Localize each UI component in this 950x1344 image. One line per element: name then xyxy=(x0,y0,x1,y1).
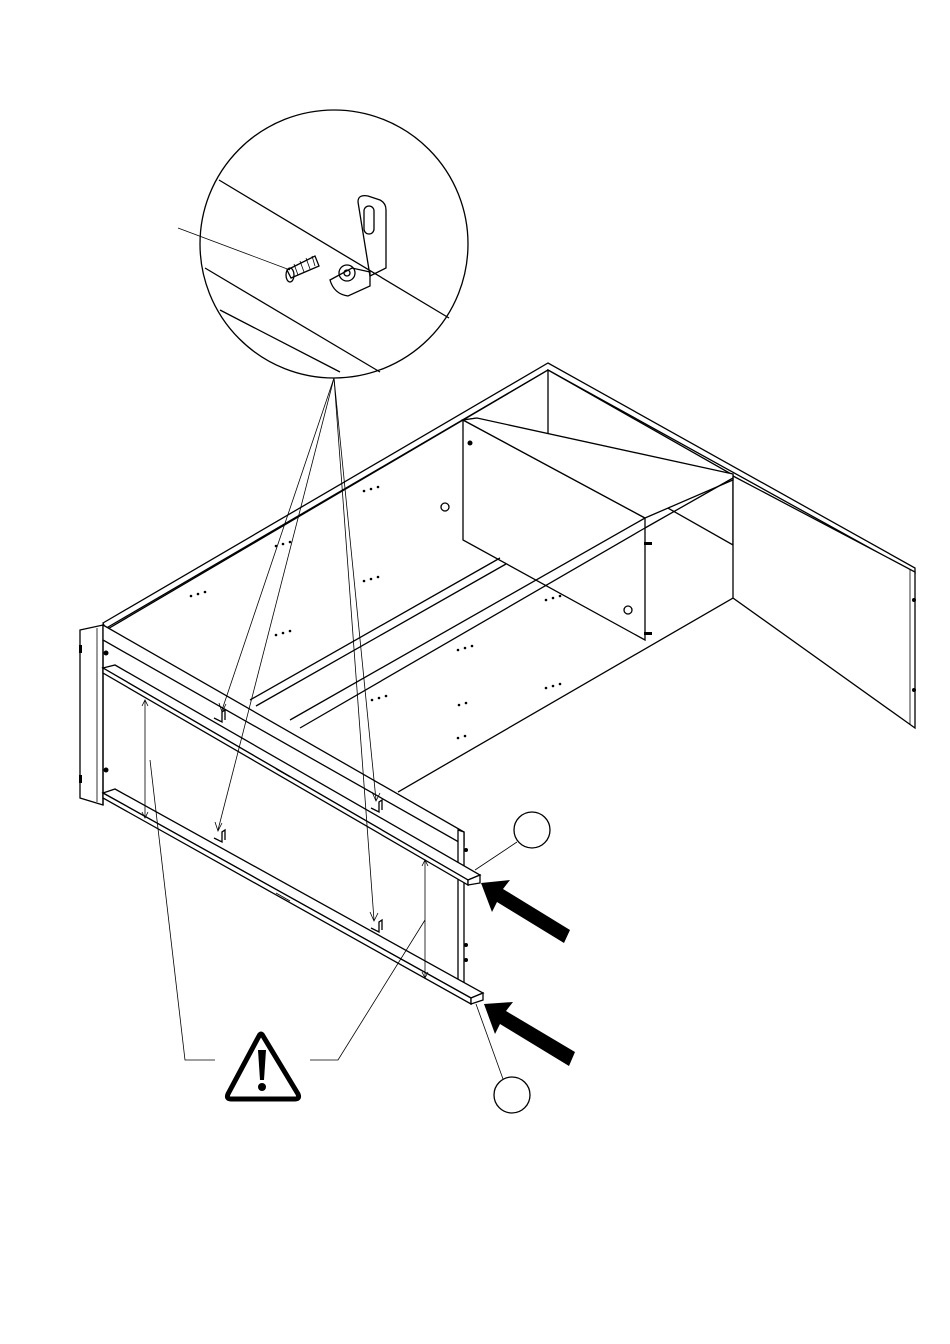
cabinet-carcass xyxy=(79,363,916,998)
insert-arrow-top xyxy=(481,880,570,943)
dimension-lines xyxy=(142,700,428,1060)
insert-arrow-bottom xyxy=(484,1002,575,1066)
part-label-top xyxy=(475,812,550,870)
warning-triangle-icon xyxy=(227,1034,298,1099)
top-front-rail xyxy=(103,665,480,885)
screw-detail xyxy=(286,256,319,282)
angle-bracket-detail xyxy=(330,196,386,296)
